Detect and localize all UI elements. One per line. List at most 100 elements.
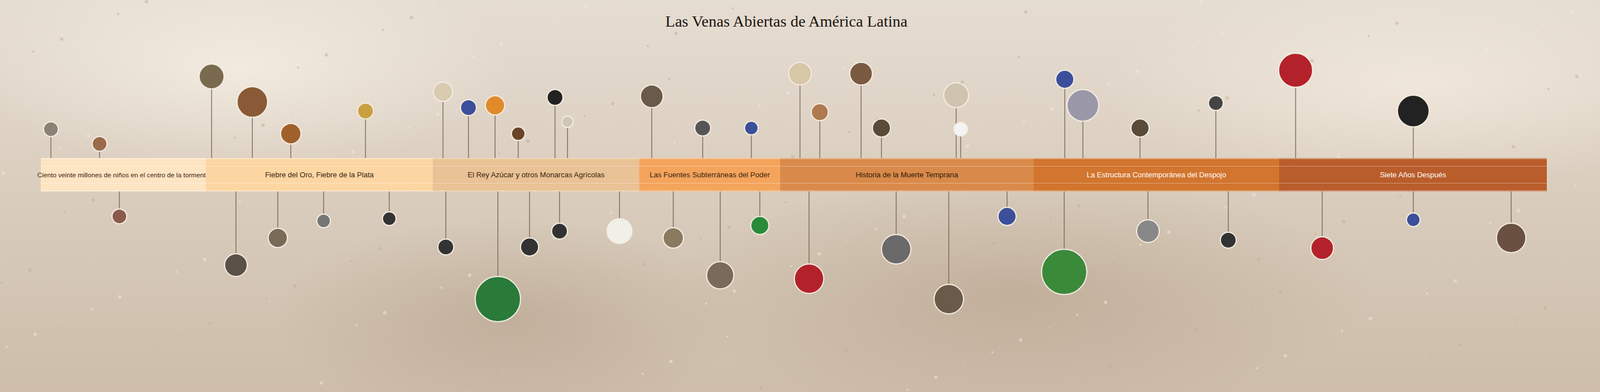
sand-speck [1225, 96, 1229, 100]
sand-speck [611, 101, 615, 106]
sand-speck [32, 50, 35, 53]
sand-speck [936, 267, 939, 269]
sand-speck [1, 171, 6, 175]
leader-line [388, 191, 390, 212]
leader-line [211, 88, 212, 158]
sand-speck [668, 77, 671, 80]
sand-speck [873, 337, 875, 339]
sand-speck [964, 254, 967, 257]
leader-line [1412, 191, 1414, 213]
sand-speck [207, 39, 210, 42]
event-icon [694, 119, 711, 136]
sand-speck [1049, 216, 1052, 219]
sand-speck [1198, 0, 1203, 3]
leader-line [960, 135, 961, 158]
sand-speck [788, 374, 790, 376]
sand-speck [815, 79, 817, 81]
sand-speck [1399, 195, 1402, 198]
sand-speck [1403, 368, 1405, 371]
sand-speck [467, 273, 472, 277]
sand-speck [1048, 326, 1050, 328]
sand-speck [704, 302, 708, 305]
event-icon [706, 261, 734, 289]
sand-speck [699, 238, 703, 241]
event-icon [511, 126, 526, 141]
sand-speck [498, 152, 501, 155]
sand-speck [1076, 313, 1079, 316]
sand-speck [1138, 353, 1140, 355]
sand-speck [1573, 184, 1577, 187]
sand-speck [1197, 109, 1200, 112]
leader-line [364, 118, 366, 158]
sand-speck [122, 76, 125, 80]
sand-speck [1542, 23, 1545, 27]
sand-speck [582, 224, 584, 226]
sand-speck [848, 130, 851, 133]
sand-speck [354, 41, 356, 43]
sand-speck [762, 277, 764, 279]
sand-speck [380, 138, 382, 140]
sand-speck [1103, 300, 1108, 304]
leader-line [808, 191, 810, 264]
leader-line [1412, 126, 1414, 158]
event-icon [92, 136, 107, 152]
event-icon [1220, 231, 1237, 248]
sand-speck [466, 383, 470, 386]
sand-speck [4, 63, 6, 65]
leader-line [554, 105, 556, 158]
sand-speck [1224, 205, 1227, 209]
sand-speck [1367, 34, 1370, 37]
sand-speck [1053, 390, 1055, 392]
sand-speck [1077, 203, 1081, 208]
sand-speck [261, 123, 265, 127]
era-label: Ciento veinte millones de niños en el ce… [33, 170, 213, 179]
sand-speck [1250, 302, 1254, 305]
era-band: Siete Años Después [1279, 157, 1547, 192]
event-icon [475, 276, 521, 322]
sand-speck [1193, 327, 1198, 331]
event-icon [1055, 70, 1074, 89]
leader-line [251, 117, 253, 158]
sand-speck [1192, 45, 1195, 48]
era-label: Historia de la Muerte Temprana [852, 170, 962, 179]
sand-speck [58, 147, 62, 150]
event-icon [881, 234, 911, 264]
sand-speck [208, 321, 212, 325]
sand-speck [1135, 69, 1139, 73]
sand-speck [1278, 289, 1283, 294]
sand-speck [902, 214, 906, 218]
sand-speck [907, 278, 911, 282]
sand-speck [440, 286, 443, 289]
era-band: El Rey Azúcar y otros Monarcas Agrícolas [432, 157, 640, 192]
sand-speck [789, 264, 793, 268]
leader-line [1227, 191, 1229, 232]
event-icon [1310, 236, 1334, 260]
sand-speck [816, 361, 819, 364]
event-icon [640, 84, 664, 108]
sand-speck [409, 15, 414, 20]
leader-line [497, 191, 498, 277]
sand-speck [1430, 355, 1434, 359]
leader-line [323, 191, 324, 214]
leader-line [895, 191, 897, 235]
leader-line [719, 191, 721, 262]
sand-speck [1340, 329, 1344, 332]
sand-speck [726, 334, 729, 338]
event-icon [551, 222, 568, 239]
sand-speck [1021, 229, 1023, 231]
sand-speck [932, 93, 936, 96]
sand-speck [1107, 82, 1111, 85]
event-icon [112, 208, 127, 224]
sand-speck [990, 69, 992, 71]
sand-speck [1546, 197, 1548, 199]
leader-line [445, 191, 446, 239]
sand-speck [614, 275, 618, 278]
sand-speck [1458, 342, 1462, 347]
timeline-title: Las Venas Abiertas de América Latina [665, 12, 908, 31]
event-icon [280, 123, 301, 144]
era-label: Las Fuentes Subterráneas del Poder [646, 170, 773, 179]
event-icon [1208, 95, 1224, 111]
leader-line [235, 191, 236, 254]
sand-speck [669, 359, 673, 363]
